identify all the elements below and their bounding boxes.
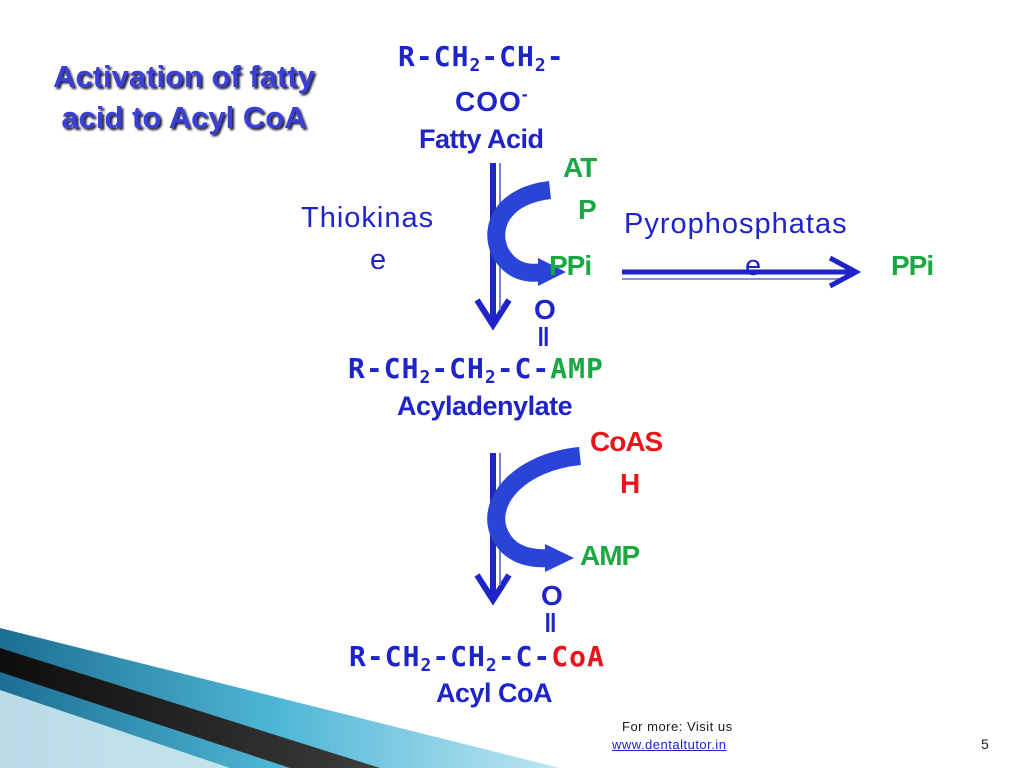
coash-label-line1: CoAS [590,426,663,457]
atp-label-line2: P [578,194,597,225]
ppi-label-step1: PPi [549,250,592,281]
ppi-label-product: PPi [891,250,934,281]
title-line1: Activation of fatty [53,59,315,94]
acyl-coa-name: Acyl CoA [436,678,553,708]
slide-title: Activation of fatty acid to Acyl CoA [34,56,334,138]
step2-curved-arrow [487,447,582,572]
pyrophosphatase-label-line1: Pyrophosphatas [624,208,848,240]
title-line2: acid to Acyl CoA [61,100,307,135]
fatty-acid-name: Fatty Acid [419,124,544,154]
footer-text: For more: Visit us [622,719,733,734]
acyl-coa-double-bond: ‖ [544,608,557,638]
fatty-acid-formula-line2: COO- [455,84,529,117]
pyrophosphatase-label-line2: e [745,250,763,282]
acyl-coa-formula: R-CH2-CH2-C-CoA [349,640,605,676]
acyladenylate-name: Acyladenylate [397,391,573,421]
step1-curved-arrow [487,181,566,286]
acyladenylate-oxygen: O [534,294,556,325]
acyl-coa-oxygen: O [541,580,563,611]
page-number: 5 [981,736,989,752]
acyladenylate-double-bond: ‖ [537,322,550,352]
atp-label-line1: AT [563,152,597,183]
fatty-acid-formula-line1: R-CH2-CH2- [398,40,565,76]
corner-band-light [0,690,230,768]
corner-band-dark [0,648,380,768]
pyrophosphatase-arrow [622,255,862,289]
acyladenylate-formula: R-CH2-CH2-C-AMP [348,352,604,388]
coash-label-line2: H [620,468,640,499]
amp-label-step2: AMP [580,540,640,571]
corner-band-teal [0,628,560,768]
thiokinase-label-line1: Thiokinas [301,202,435,234]
footer-link[interactable]: www.dentaltutor.in [612,737,727,752]
thiokinase-label-line2: e [370,244,388,276]
